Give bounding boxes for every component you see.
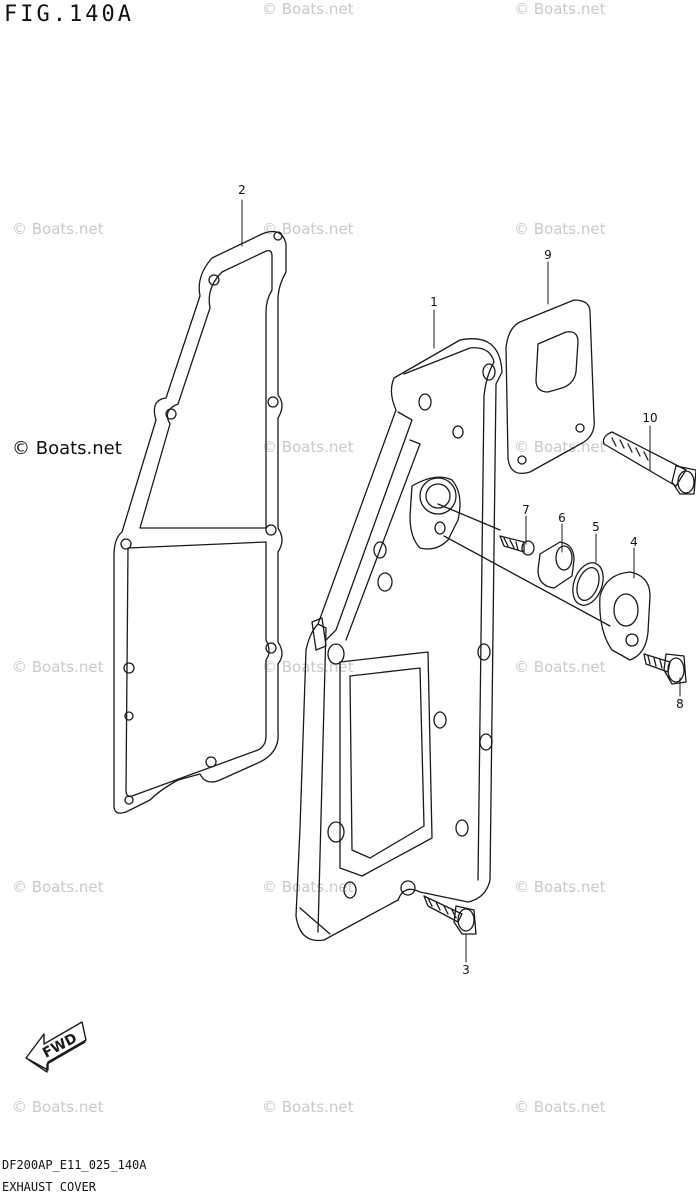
watermark: © Boats.net bbox=[12, 220, 104, 238]
callout-part-10: 10 bbox=[642, 411, 658, 425]
leader-lines bbox=[241, 199, 681, 963]
exhaust-cover-part-1 bbox=[295, 338, 503, 942]
o-ring-part-5 bbox=[572, 562, 604, 606]
watermark: © Boats.net bbox=[514, 1098, 606, 1116]
bolt-part-10 bbox=[602, 431, 696, 495]
callout-part-6: 6 bbox=[558, 511, 566, 525]
watermark: © Boats.net bbox=[262, 658, 354, 676]
callout-part-9: 9 bbox=[544, 248, 552, 262]
watermark: © Boats.net bbox=[514, 878, 606, 896]
callout-part-4: 4 bbox=[630, 535, 638, 549]
bolt-part-7 bbox=[499, 535, 535, 556]
watermark: © Boats.net bbox=[514, 0, 606, 18]
bolt-part-8 bbox=[643, 653, 687, 685]
watermark: © Boats.net bbox=[262, 438, 354, 456]
watermark: © Boats.net bbox=[12, 658, 104, 676]
watermark-dark: © Boats.net bbox=[12, 438, 122, 459]
watermark: © Boats.net bbox=[262, 878, 354, 896]
callout-part-2: 2 bbox=[238, 183, 246, 197]
plate-part-9 bbox=[505, 299, 595, 475]
callout-part-3: 3 bbox=[462, 963, 470, 977]
watermark: © Boats.net bbox=[514, 220, 606, 238]
watermark: © Boats.net bbox=[12, 1098, 104, 1116]
cover-part-4 bbox=[599, 571, 651, 661]
callout-part-5: 5 bbox=[592, 520, 600, 534]
gasket-part-2 bbox=[113, 230, 287, 814]
figure-code: DF200AP_E11_025_140A bbox=[2, 1158, 147, 1172]
watermark: © Boats.net bbox=[12, 878, 104, 896]
callout-part-7: 7 bbox=[522, 503, 530, 517]
watermark: © Boats.net bbox=[262, 220, 354, 238]
assembly-guide-lines bbox=[437, 503, 611, 627]
callout-part-1: 1 bbox=[430, 295, 438, 309]
callout-part-8: 8 bbox=[676, 697, 684, 711]
collar-part-6 bbox=[537, 541, 575, 589]
figure-name: EXHAUST COVER bbox=[2, 1180, 96, 1194]
figure-title: FIG.140A bbox=[4, 2, 134, 27]
watermark: © Boats.net bbox=[262, 1098, 354, 1116]
watermark: © Boats.net bbox=[514, 658, 606, 676]
fwd-arrow-icon bbox=[25, 1021, 87, 1073]
bolt-part-3 bbox=[423, 895, 477, 935]
watermark: © Boats.net bbox=[262, 0, 354, 18]
